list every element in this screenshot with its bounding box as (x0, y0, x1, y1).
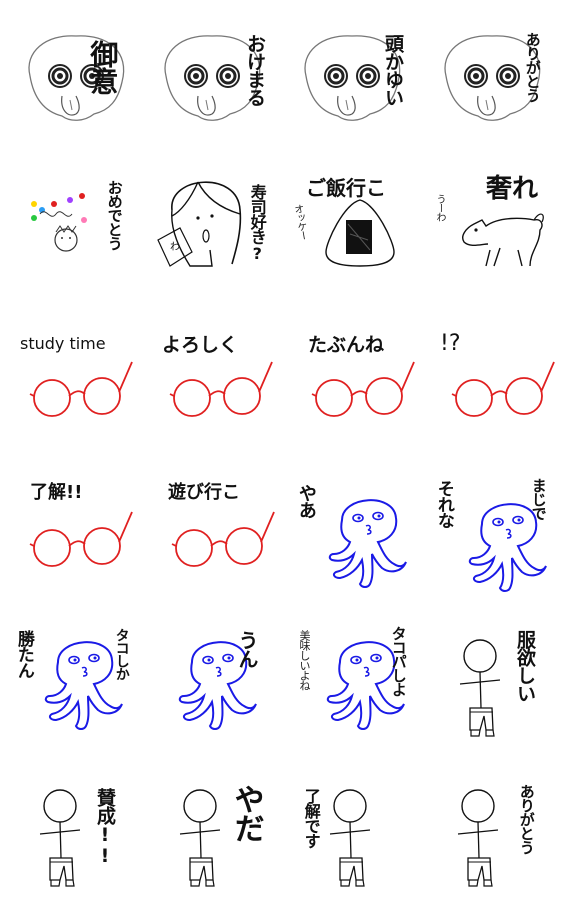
sticker-text: たぶんね (308, 334, 385, 356)
octopus-illustration (178, 641, 257, 730)
sticker-text: ありがとう (523, 32, 542, 102)
stick-person-illustration (179, 789, 221, 887)
sticker-ryoukai[interactable]: 了解!! (10, 470, 150, 610)
sticker-atama-kayui[interactable]: 頭かゆい (290, 10, 430, 150)
sticker-sansei[interactable]: 賛成!! (10, 770, 150, 910)
confetti-child-illustration (31, 193, 87, 252)
long-hair-girl-illustration: わ (157, 181, 242, 267)
sticker-text-b: それな (433, 480, 454, 528)
sticker-gyoi[interactable]: 御意 (10, 10, 150, 150)
sticker-text: 御意 (86, 40, 120, 94)
sticker-ogore[interactable]: 奢れ うーわ (430, 170, 562, 310)
sticker-text: 了解!! (30, 482, 83, 503)
sticker-text: うん (235, 630, 259, 668)
sticker-yada[interactable]: やだ (150, 770, 290, 910)
sticker-arigatou-ghost[interactable]: ありがとう (430, 10, 562, 150)
sticker-takopa[interactable]: タコパしよ 美味しいよね (290, 620, 430, 760)
sticker-omedetou[interactable]: おめでとう (10, 170, 150, 310)
ghost-face-illustration (163, 34, 262, 122)
sticker-yaa[interactable]: やあ (290, 470, 430, 610)
sticker-text: やだ (228, 784, 264, 842)
sticker-text: ありがとう (517, 784, 536, 854)
sticker-text: 頭かゆい (381, 34, 404, 106)
handwritten-note: うーわ (434, 194, 445, 221)
sticker-text: タコパしよ (389, 626, 408, 696)
sticker-tako-shika[interactable]: タコしか 勝たん (10, 620, 150, 760)
sticker-tabun-ne[interactable]: たぶんね (290, 320, 430, 460)
svg-text:わ: わ (170, 241, 180, 253)
sticker-text-a: まじで (529, 478, 548, 520)
sticker-ryoukai-desu[interactable]: 了解です (290, 770, 430, 910)
ghost-face-illustration (443, 34, 542, 122)
sticker-text: ご飯行こ (306, 176, 386, 200)
sticker-text: 了解です (301, 788, 321, 848)
onigiri-illustration (325, 199, 395, 267)
sticker-text: 寿司好き? (247, 184, 267, 262)
ghost-face-illustration (303, 34, 402, 122)
sticker-text: study time (20, 334, 106, 353)
sticker-text: !? (440, 331, 461, 356)
sticker-text: 奢れ (486, 174, 539, 204)
sticker-text-b: 勝たん (13, 630, 34, 678)
stick-person-illustration (39, 789, 81, 887)
sticker-okemaru[interactable]: おけまる (150, 10, 290, 150)
sticker-text: 遊び行こ (168, 482, 240, 503)
sticker-text: 服欲しい (513, 630, 536, 702)
boar-dog-illustration (462, 213, 544, 267)
ghost-face-illustration (27, 34, 126, 122)
sticker-fuku-hoshii[interactable]: 服欲しい (430, 620, 562, 760)
sticker-text: おけまる (243, 34, 266, 106)
stick-person-illustration (457, 789, 499, 887)
sticker-gohan-ikou[interactable]: ご飯行こ オッケー (290, 170, 430, 310)
sticker-text: やあ (295, 484, 317, 518)
sticker-maji-de[interactable]: まじで それな (430, 470, 562, 610)
sticker-asobi-ikou[interactable]: 遊び行こ (150, 470, 290, 610)
sticker-text: 賛成!! (93, 788, 116, 866)
sticker-un[interactable]: うん (150, 620, 290, 760)
sticker-text: おめでとう (105, 180, 124, 250)
stick-person-illustration (459, 639, 501, 737)
sticker-sushi-suki[interactable]: わ 寿司好き? (150, 170, 290, 310)
sticker-arigatou-stick[interactable]: ありがとう (430, 770, 562, 910)
sticker-text: よろしく (162, 334, 239, 356)
sticker-surprise[interactable]: !? (430, 320, 562, 460)
sticker-study-time[interactable]: study time (10, 320, 150, 460)
sticker-text-a: タコしか (113, 628, 130, 680)
handwritten-note: 美味しいよね (298, 630, 311, 690)
sticker-yoroshiku[interactable]: よろしく (150, 320, 290, 460)
